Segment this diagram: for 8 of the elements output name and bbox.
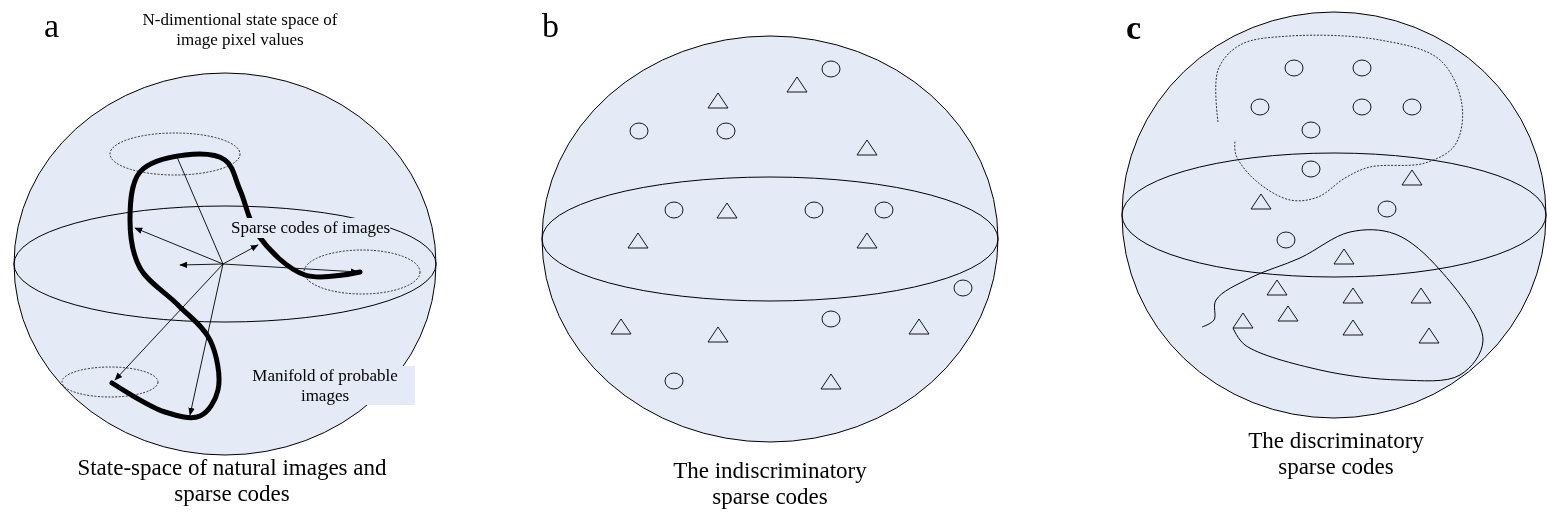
- panel-letter: c: [1126, 8, 1143, 48]
- annotation-text: N-dimentional state space of image pixel values: [141, 10, 339, 50]
- panel-caption: State-space of natural images and sparse codes: [76, 455, 388, 508]
- panel-caption: The discriminatory sparse codes: [1247, 428, 1425, 481]
- panel-caption: The indiscriminatory sparse codes: [672, 458, 868, 511]
- panel-letter: a: [44, 6, 61, 46]
- annotation-text: Sparse codes of images: [231, 218, 391, 238]
- panel-letter: b: [542, 6, 560, 46]
